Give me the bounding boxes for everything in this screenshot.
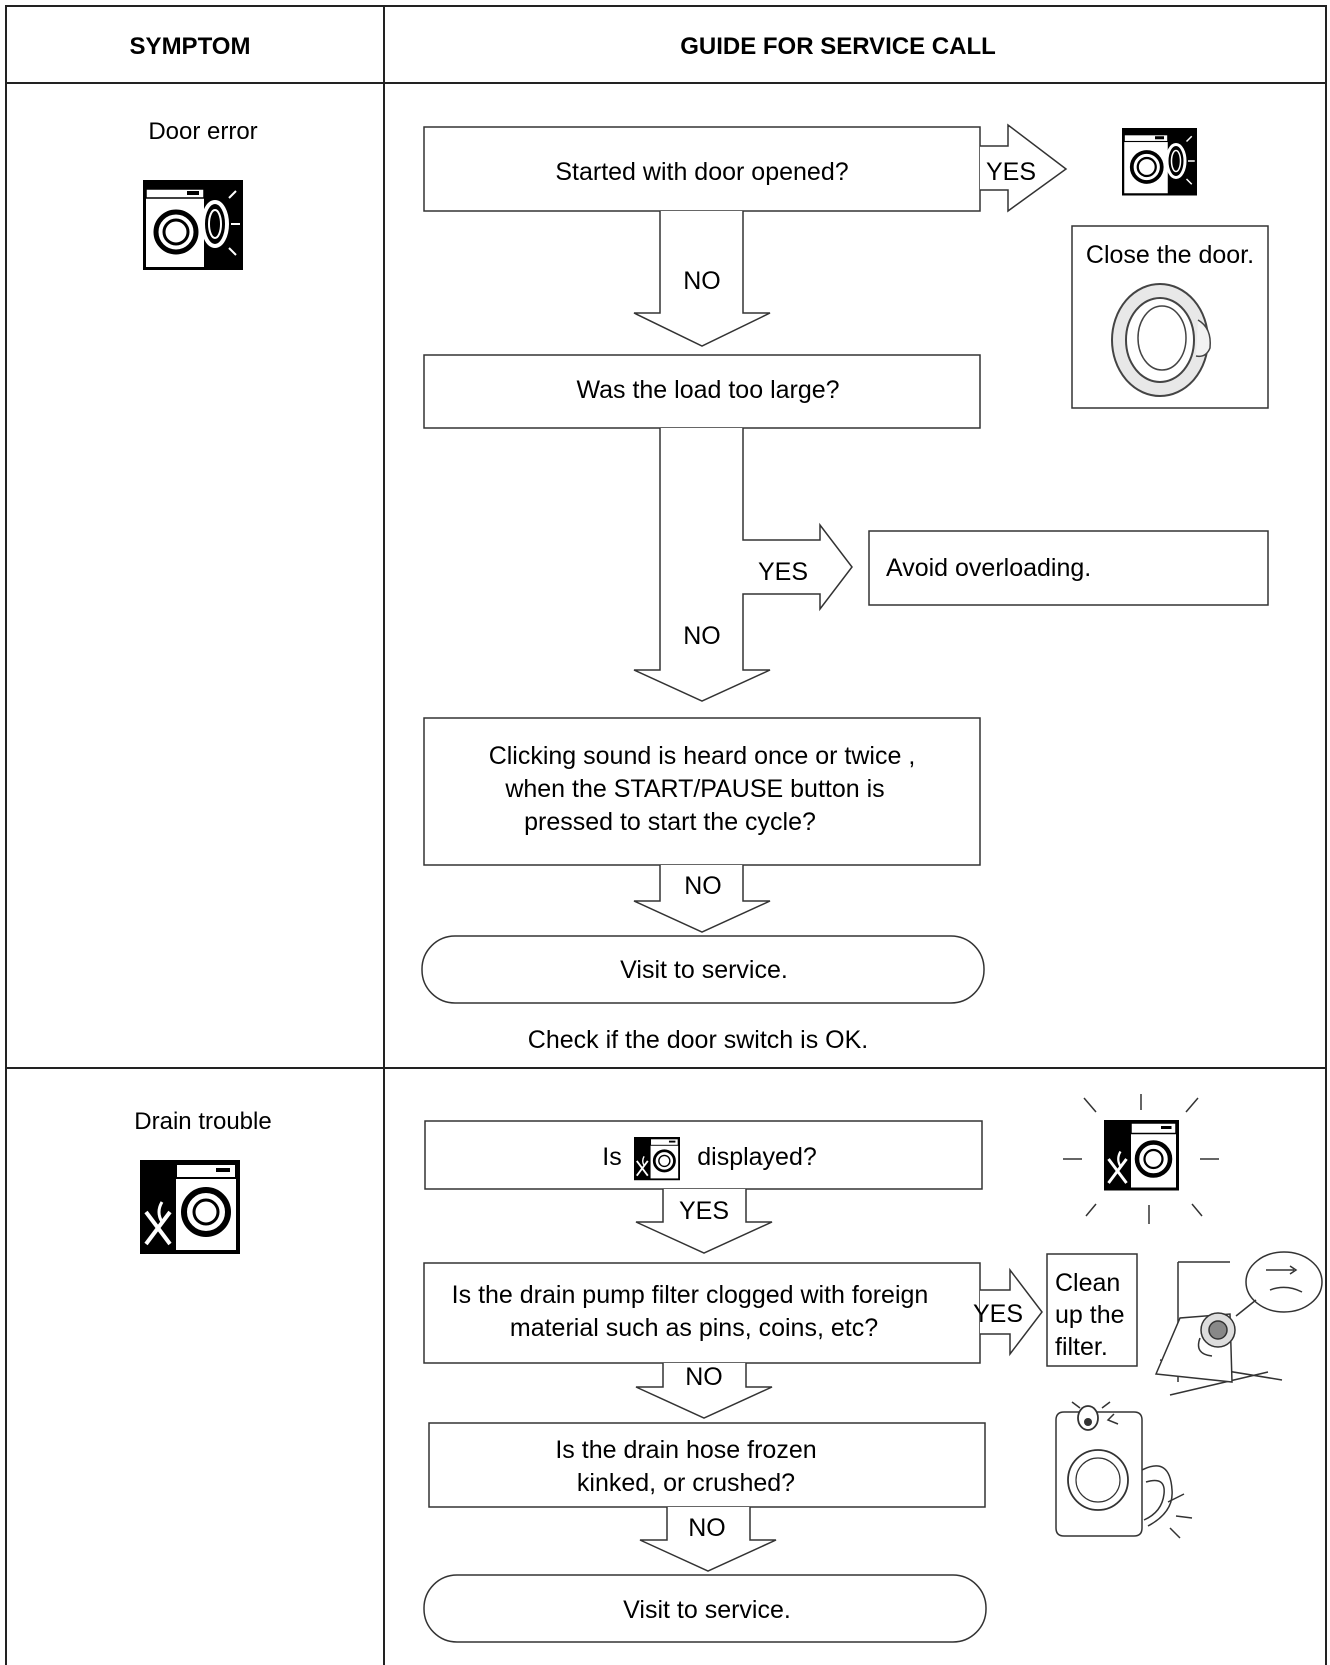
filter-cleaning-illustration	[1154, 1251, 1323, 1396]
drain-trouble-icon	[140, 1160, 240, 1254]
drain-q2-no-label: NO	[685, 1363, 723, 1391]
drain-q2-box	[423, 1262, 981, 1364]
clean-filter-line-3: filter.	[1055, 1333, 1108, 1361]
door-error-small-icon	[1120, 126, 1199, 198]
close-door-text: Close the door.	[1086, 241, 1254, 269]
door-q3-line-1: Clicking sound is heard once or twice ,	[489, 742, 916, 770]
drain-q2-yes-label: YES	[973, 1300, 1023, 1328]
door-error-icon	[143, 180, 243, 270]
drain-q1-suffix: displayed?	[697, 1143, 817, 1171]
drain-visit-service	[423, 1574, 987, 1643]
drain-q3-box	[428, 1422, 986, 1508]
door-error-label: Door error	[148, 118, 257, 145]
avoid-overloading-box	[868, 530, 1269, 606]
door-q1-no-label: NO	[683, 267, 721, 295]
door-q1-yes-label: YES	[986, 158, 1036, 186]
drain-q3-line-1: Is the drain hose frozen	[555, 1436, 816, 1464]
door-q1-yes-arrow	[980, 123, 1068, 213]
door-q1-box	[423, 126, 981, 212]
frozen-hose-illustration	[1055, 1401, 1193, 1539]
clean-filter-box	[1046, 1253, 1138, 1367]
drain-sparkle-illustration	[1063, 1094, 1219, 1224]
drain-q2-line-2: material such as pins, coins, etc?	[510, 1314, 878, 1342]
door-visit-service-text: Visit to service.	[620, 956, 788, 984]
symptom-header: SYMPTOM	[130, 33, 251, 60]
door-q2-branch-arrow	[633, 428, 853, 702]
drain-q1-prefix: Is	[602, 1143, 621, 1171]
door-q2-text: Was the load too large?	[576, 376, 839, 404]
door-visit-service	[421, 935, 985, 1004]
drain-trouble-label: Drain trouble	[134, 1108, 271, 1135]
drain-inline-icon	[632, 1135, 682, 1182]
door-q3-line-3: pressed to start the cycle?	[524, 808, 816, 836]
table-grid	[5, 5, 1327, 1665]
door-check-switch-text: Check if the door switch is OK.	[528, 1026, 868, 1054]
drain-q2-yes-arrow	[980, 1267, 1043, 1357]
drain-q2-line-1: Is the drain pump filter clogged with fo…	[452, 1281, 929, 1309]
avoid-overloading-text: Avoid overloading.	[886, 554, 1091, 582]
door-q3-line-2: when the START/PAUSE button is	[504, 775, 884, 803]
clean-filter-line-2: up the	[1055, 1301, 1125, 1329]
drain-q3-no-arrow	[639, 1507, 777, 1572]
door-q3-no-label: NO	[684, 872, 722, 900]
door-q3-no-arrow	[633, 865, 771, 933]
drain-q1-yes-label: YES	[679, 1197, 729, 1225]
guide-header: GUIDE FOR SERVICE CALL	[680, 33, 996, 60]
drain-q1-box	[424, 1120, 983, 1190]
drain-visit-service-text: Visit to service.	[623, 1596, 791, 1624]
door-q2-yes-label: YES	[758, 558, 808, 586]
door-q2-no-label: NO	[683, 622, 721, 650]
door-q1-no-arrow	[633, 211, 771, 347]
drain-q2-no-arrow	[635, 1363, 773, 1419]
door-q3-box	[423, 717, 981, 866]
drain-q3-line-2: kinked, or crushed?	[577, 1469, 795, 1497]
door-q1-text: Started with door opened?	[555, 158, 848, 186]
clean-filter-line-1: Clean	[1055, 1269, 1120, 1297]
door-ring-illustration	[1111, 283, 1211, 397]
drain-q1-yes-arrow	[635, 1189, 773, 1254]
drain-q3-no-label: NO	[688, 1514, 726, 1542]
